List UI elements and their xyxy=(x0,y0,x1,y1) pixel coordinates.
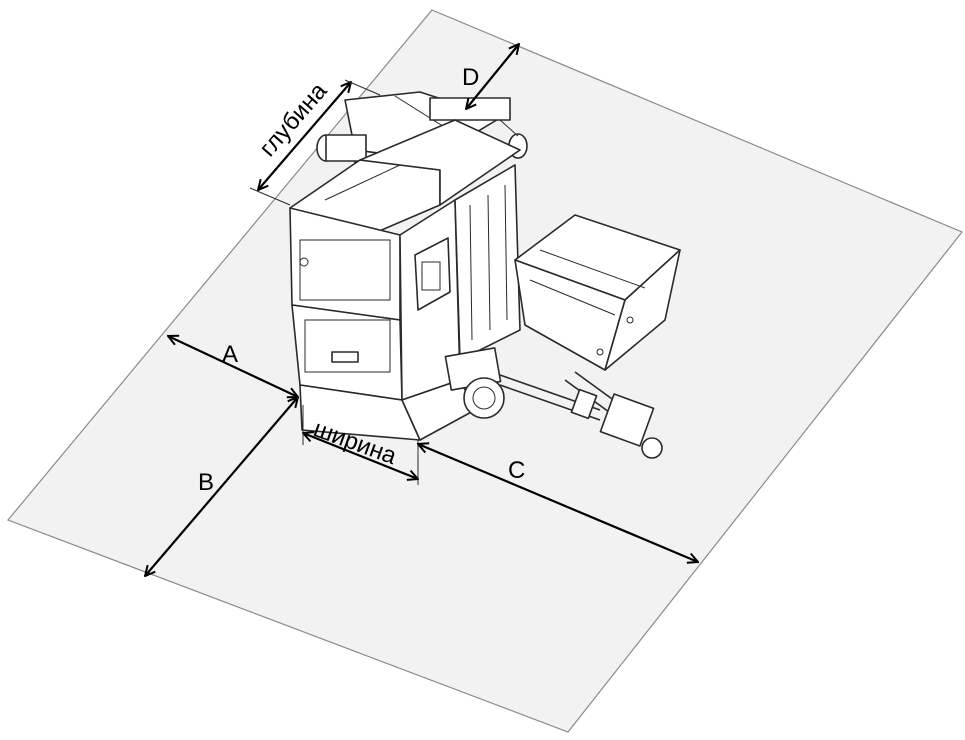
burner-assembly xyxy=(444,347,601,421)
dimension-c-arrow xyxy=(418,444,698,562)
label-d: D xyxy=(462,64,479,91)
label-a: A xyxy=(222,341,238,368)
label-c: C xyxy=(508,457,525,484)
auger-motor xyxy=(570,388,663,459)
dimension-depth-arrow xyxy=(258,82,351,190)
dimension-width-arrow xyxy=(303,433,418,479)
pellet-hopper xyxy=(514,214,681,421)
dimension-d-arrow xyxy=(466,44,519,109)
dimension-b-arrow xyxy=(145,397,298,576)
label-b: B xyxy=(198,469,214,496)
dimension-a-arrow xyxy=(168,336,298,397)
